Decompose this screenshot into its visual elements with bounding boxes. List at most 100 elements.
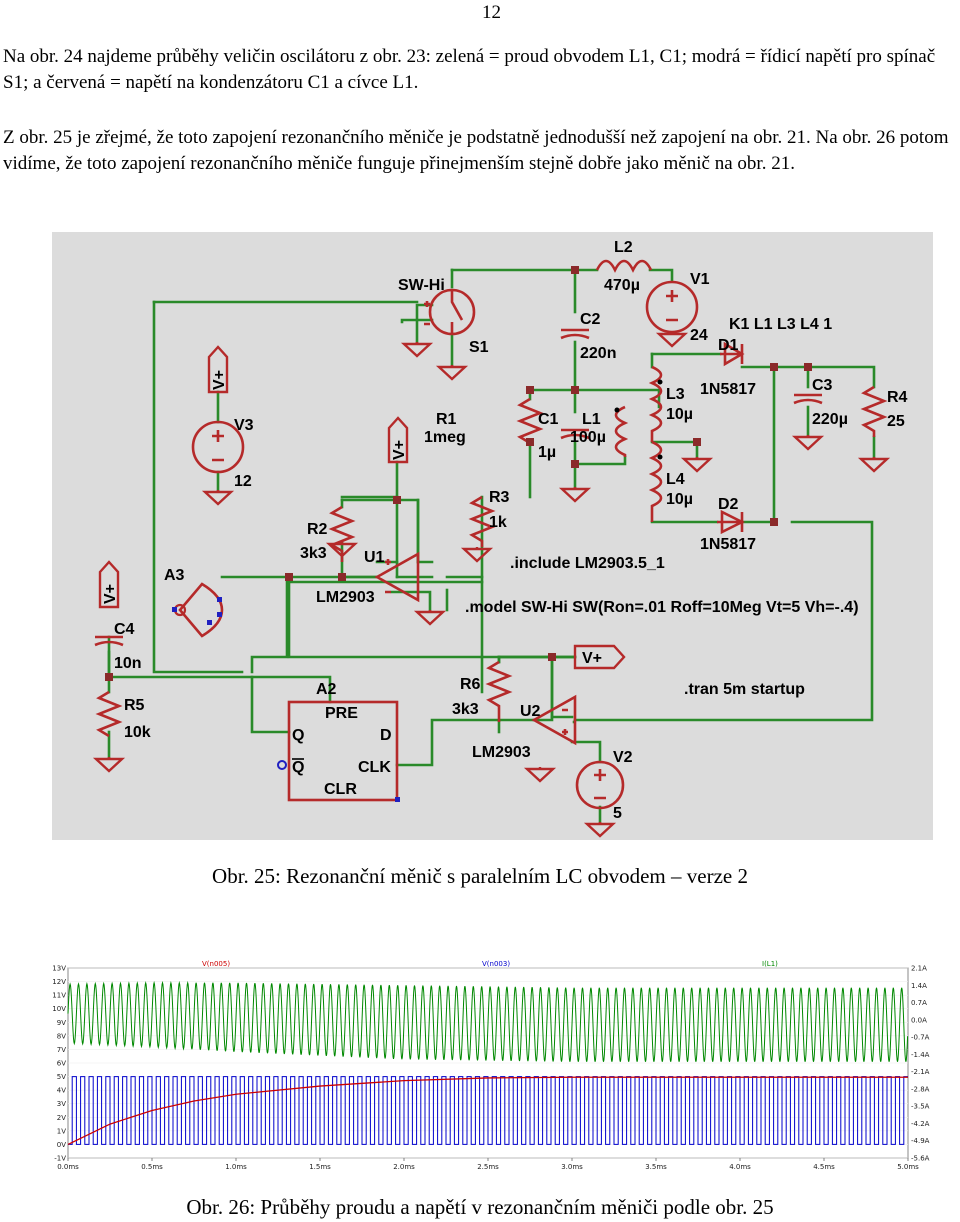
legend-item: I(L1) bbox=[762, 960, 778, 968]
u1-opamp bbox=[374, 551, 420, 603]
svg-text:3k3: 3k3 bbox=[452, 701, 479, 718]
x-tick: 3.5ms bbox=[645, 1163, 667, 1171]
svg-text:S1: S1 bbox=[469, 339, 489, 356]
svg-text:A3: A3 bbox=[164, 567, 185, 584]
r6-resistor bbox=[485, 660, 513, 722]
svg-text:L2: L2 bbox=[614, 239, 633, 256]
r2-resistor bbox=[328, 505, 356, 562]
svg-text:3k3: 3k3 bbox=[300, 545, 327, 562]
y-left-tick: 1V bbox=[57, 1127, 66, 1135]
page-number: 12 bbox=[482, 2, 501, 23]
y-left-tick: 6V bbox=[57, 1060, 66, 1068]
d1-diode bbox=[720, 341, 745, 367]
svg-text:V+: V+ bbox=[102, 584, 119, 604]
svg-text:C3: C3 bbox=[812, 377, 833, 394]
c1-capacitor bbox=[560, 428, 590, 440]
a3-gate bbox=[178, 582, 224, 638]
svg-text:R6: R6 bbox=[460, 676, 481, 693]
svg-text:V2: V2 bbox=[613, 749, 633, 766]
y-left-tick: 0V bbox=[57, 1141, 66, 1149]
x-tick: 4.0ms bbox=[729, 1163, 751, 1171]
svg-text:R2: R2 bbox=[307, 521, 328, 538]
svg-text:1k: 1k bbox=[489, 514, 507, 531]
figure-26-caption: Obr. 26: Průběhy proudu a napětí v rezon… bbox=[186, 1195, 774, 1219]
v1-source bbox=[645, 280, 699, 334]
components bbox=[94, 259, 888, 810]
svg-text:1µ: 1µ bbox=[538, 444, 556, 461]
chart-series bbox=[67, 980, 909, 1146]
svg-text:V+: V+ bbox=[391, 440, 408, 460]
y-right-tick: -3.5A bbox=[911, 1103, 930, 1111]
svg-text:L4: L4 bbox=[666, 471, 685, 488]
d2-diode bbox=[717, 509, 745, 535]
r4-resistor bbox=[860, 385, 888, 437]
y-right-tick: 2.1A bbox=[911, 965, 927, 973]
svg-text:L3: L3 bbox=[666, 386, 685, 403]
c3-capacitor bbox=[793, 393, 823, 405]
l2-inductor bbox=[595, 259, 653, 273]
x-tick: 5.0ms bbox=[897, 1163, 919, 1171]
svg-text:L1: L1 bbox=[582, 411, 601, 428]
y-left-tick: 11V bbox=[52, 992, 66, 1000]
svg-text:12: 12 bbox=[234, 473, 252, 490]
svg-text:D1: D1 bbox=[718, 337, 739, 354]
svg-text:LM2903: LM2903 bbox=[472, 744, 531, 761]
svg-text:U1: U1 bbox=[364, 549, 385, 566]
svg-text:CLK: CLK bbox=[358, 759, 391, 776]
svg-text:.model SW-Hi SW(Ron=.01 Roff=1: .model SW-Hi SW(Ron=.01 Roff=10Meg Vt=5 … bbox=[465, 599, 859, 616]
svg-text:100µ: 100µ bbox=[570, 429, 606, 446]
l1-inductor bbox=[614, 405, 629, 457]
figure-25-caption: Obr. 25: Rezonanční měnič s paralelním L… bbox=[212, 864, 748, 888]
svg-text:10µ: 10µ bbox=[666, 406, 693, 423]
y-left-tick: 13V bbox=[52, 965, 66, 973]
svg-text:U2: U2 bbox=[520, 703, 541, 720]
y-left-tick: 10V bbox=[52, 1005, 66, 1013]
svg-text:Q: Q bbox=[292, 727, 304, 744]
svg-text:5: 5 bbox=[613, 805, 622, 822]
y-left-tick: -1V bbox=[54, 1155, 66, 1163]
x-tick: 3.0ms bbox=[561, 1163, 583, 1171]
r1-resistor bbox=[516, 397, 544, 445]
y-left-tick: 7V bbox=[57, 1046, 66, 1054]
y-left-tick: 5V bbox=[57, 1073, 66, 1081]
svg-text:SW-Hi: SW-Hi bbox=[398, 277, 445, 294]
svg-text:V+: V+ bbox=[211, 370, 228, 390]
svg-text:V1: V1 bbox=[690, 271, 710, 288]
svg-text:.include LM2903.5_1: .include LM2903.5_1 bbox=[510, 555, 665, 572]
svg-text:1meg: 1meg bbox=[424, 429, 466, 446]
svg-text:1N5817: 1N5817 bbox=[700, 381, 756, 398]
svg-text:10k: 10k bbox=[124, 724, 151, 741]
y-right-tick: -4.9A bbox=[911, 1137, 930, 1145]
y-right-tick: -1.4A bbox=[911, 1051, 930, 1059]
svg-text:D: D bbox=[380, 727, 392, 744]
svg-text:10µ: 10µ bbox=[666, 491, 693, 508]
svg-text:V+: V+ bbox=[582, 650, 602, 667]
y-right-tick: 0.7A bbox=[911, 999, 927, 1007]
series-vn005 bbox=[67, 1076, 908, 1146]
y-right-tick: -2.8A bbox=[911, 1085, 930, 1093]
series-vn003 bbox=[68, 1076, 908, 1145]
a2-flipflop bbox=[287, 700, 399, 802]
svg-text:C4: C4 bbox=[114, 621, 135, 638]
pins bbox=[172, 597, 400, 802]
vplus-flags bbox=[98, 345, 626, 670]
c4-capacitor bbox=[94, 635, 124, 647]
y-right-tick: -5.6A bbox=[911, 1155, 930, 1163]
y-right-tick: -2.1A bbox=[911, 1068, 930, 1076]
schematic-labels: L2 470µ V1 24 SW-Hi S1 C2 220n K1 L1 L3 … bbox=[102, 239, 908, 822]
c2-capacitor bbox=[560, 328, 590, 340]
legend-item: V(n005) bbox=[202, 960, 230, 968]
junctions bbox=[105, 266, 812, 681]
v2-source bbox=[575, 760, 625, 810]
l3-inductor bbox=[648, 365, 663, 442]
svg-text:R4: R4 bbox=[887, 389, 908, 406]
paragraph-2: Z obr. 25 je zřejmé, že toto zapojení re… bbox=[3, 127, 949, 174]
y-left-tick: 9V bbox=[57, 1019, 66, 1027]
y-right-tick: -4.2A bbox=[911, 1120, 930, 1128]
svg-text:K1 L1 L3 L4 1: K1 L1 L3 L4 1 bbox=[729, 316, 832, 333]
r5-resistor bbox=[95, 690, 123, 738]
svg-text:R1: R1 bbox=[436, 411, 457, 428]
svg-text:C2: C2 bbox=[580, 311, 601, 328]
svg-text:V3: V3 bbox=[234, 417, 254, 434]
y-left-tick: 3V bbox=[57, 1100, 66, 1108]
